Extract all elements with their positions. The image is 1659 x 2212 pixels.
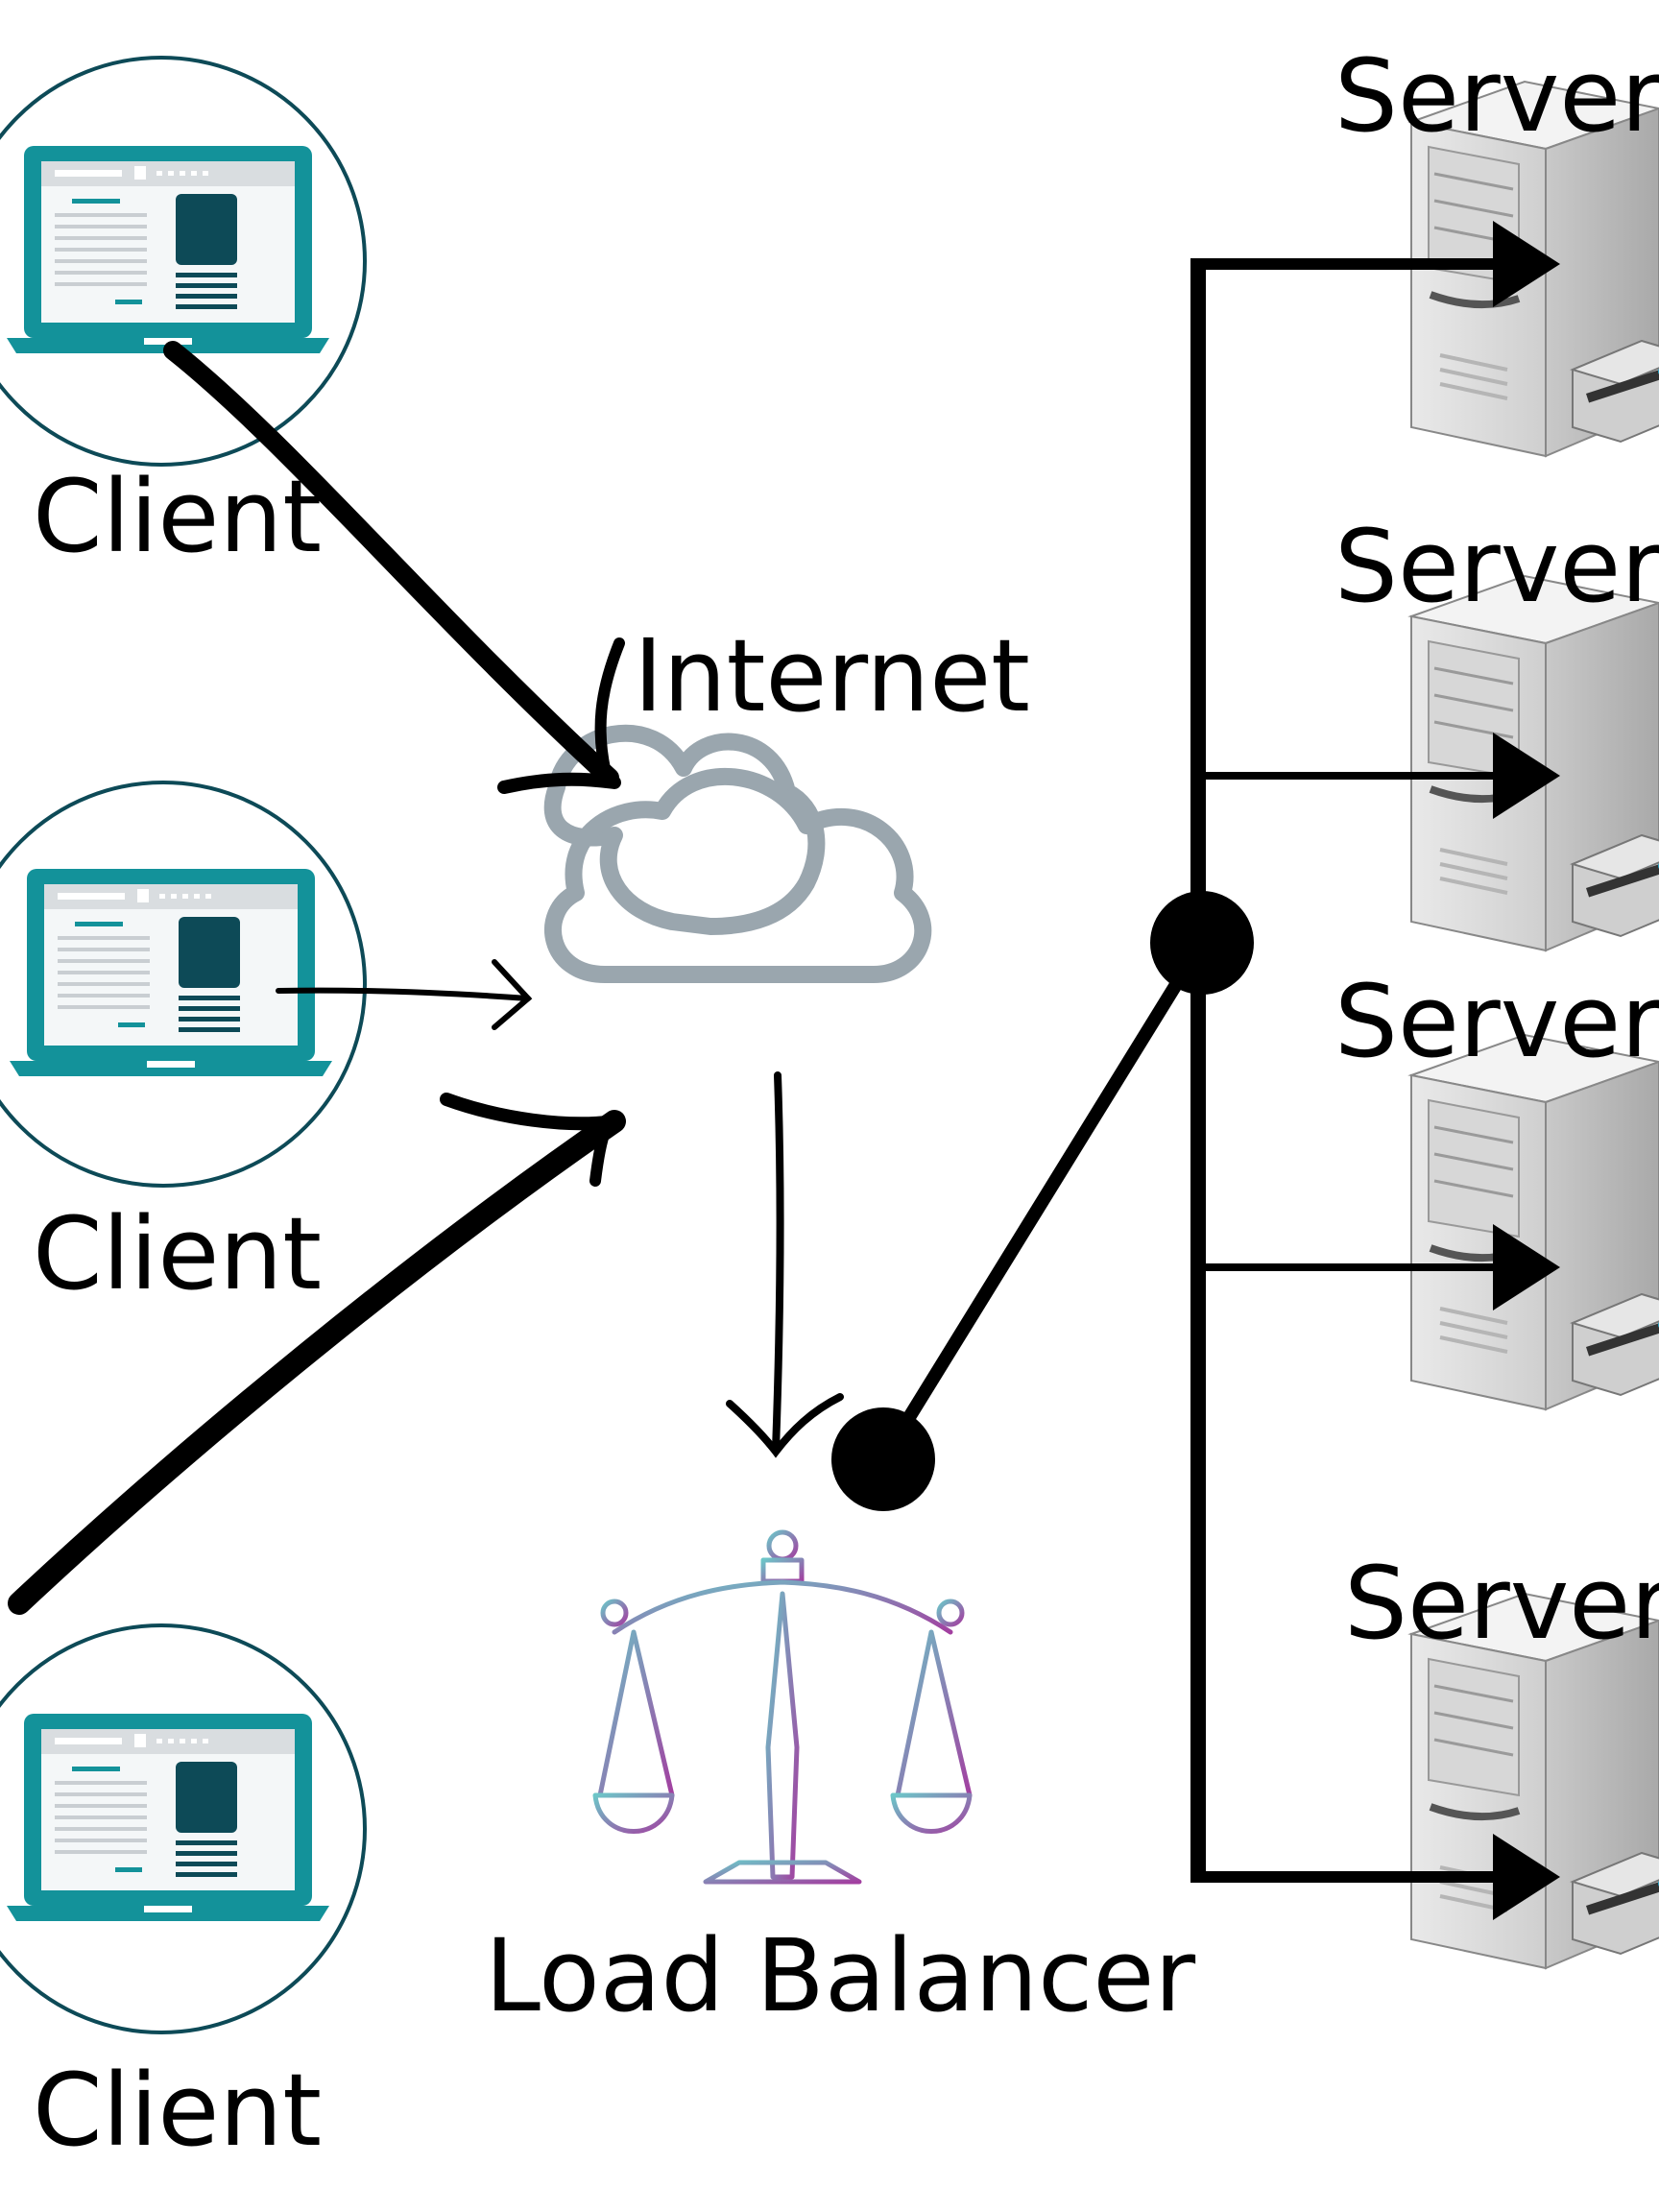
load-balancer-label: Load Balancer xyxy=(485,1917,1196,2034)
junction-dot xyxy=(831,1407,935,1511)
cloud-icon xyxy=(543,724,932,983)
client-circle xyxy=(0,56,367,467)
client-label: Client xyxy=(33,1195,323,1312)
internet-label: Internet xyxy=(634,617,1030,734)
client-label: Client xyxy=(33,2052,323,2169)
laptop-icon xyxy=(7,146,329,353)
client-circle xyxy=(0,781,367,1188)
server-label: Server xyxy=(1334,37,1659,155)
client-arrows xyxy=(8,341,844,1615)
server-label: Server xyxy=(1344,1545,1659,1662)
arrow-head xyxy=(1493,733,1560,819)
client-2 xyxy=(0,781,367,1188)
client-circle xyxy=(0,1623,367,2034)
laptop-icon xyxy=(10,869,332,1076)
server-label: Server xyxy=(1334,963,1659,1080)
junction-dot xyxy=(1150,891,1254,995)
arrow-head xyxy=(1493,1834,1560,1920)
server-label: Server xyxy=(1334,508,1659,625)
server-icon xyxy=(1411,1035,1659,1409)
network-lines xyxy=(831,221,1560,1920)
arrow-head xyxy=(1493,1224,1560,1310)
client-label: Client xyxy=(33,458,323,575)
client-1 xyxy=(0,56,367,467)
arrow-head xyxy=(1493,221,1560,307)
laptop-icon xyxy=(7,1714,329,1921)
scale-icon xyxy=(592,1529,973,1885)
client-3 xyxy=(0,1623,367,2034)
